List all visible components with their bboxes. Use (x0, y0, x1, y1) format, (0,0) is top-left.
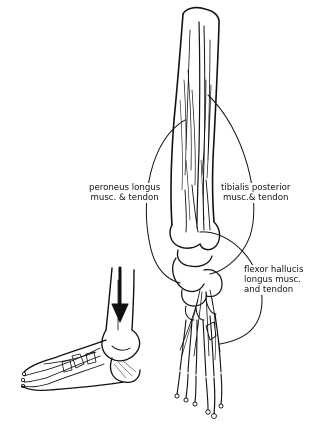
label-peroneus-longus: peroneus longus musc. & tendon (88, 183, 161, 203)
label-peroneus-line1: peroneus longus (89, 183, 160, 193)
label-flexor-line2: longus musc. (244, 275, 303, 285)
label-tibialis-line2: musc.& tendon (221, 193, 290, 203)
label-flexor-line3: and tendon (244, 285, 303, 295)
label-peroneus-line2: musc. & tendon (89, 193, 160, 203)
leg-bones (171, 8, 219, 232)
label-tibialis-line1: tibialis posterior (221, 183, 290, 193)
foot-bones (170, 222, 223, 418)
label-flexor-hallucis: flexor hallucis longus musc. and tendon (243, 265, 304, 295)
label-tibialis-posterior: tibialis posterior musc.& tendon (220, 183, 291, 203)
pressure-arrow (112, 268, 128, 322)
label-flexor-line1: flexor hallucis (244, 265, 303, 275)
side-foot (21, 268, 140, 390)
